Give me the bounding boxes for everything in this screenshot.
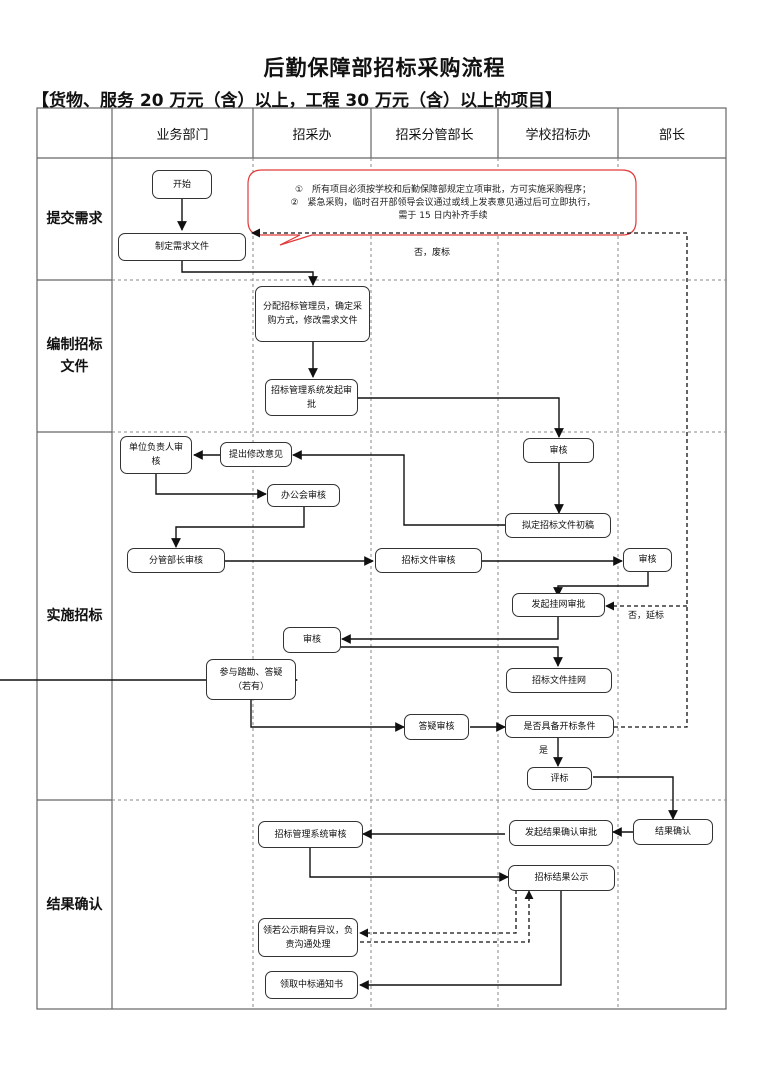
node-audit-3[interactable]: 审核 xyxy=(283,627,341,653)
column-header-business: 业务部门 xyxy=(156,127,209,143)
page-subtitle: 【货物、服务 20 万元（含）以上，工程 30 万元（含）以上的项目】 xyxy=(32,91,562,111)
lane-submit-request: 提交需求 xyxy=(46,211,103,227)
edge-label-yes: 是 xyxy=(539,746,549,756)
lane-result-confirm: 结果确认 xyxy=(46,896,103,913)
node-deputy-audit[interactable]: 分管部长审核 xyxy=(127,548,225,573)
node-audit-2[interactable]: 审核 xyxy=(623,548,672,572)
node-suggest-changes[interactable]: 提出修改意见 xyxy=(220,442,292,467)
node-unit-head-audit[interactable]: 单位负责人审核 xyxy=(120,436,192,474)
node-collect-notice[interactable]: 领取中标通知书 xyxy=(265,971,358,999)
node-office-meeting-audit[interactable]: 办公会审核 xyxy=(267,484,340,507)
note-text: ① 所有项目必须按学校和后勤保障部规定立项审批，方可实施采购程序； ② 紧急采购… xyxy=(250,172,636,234)
edge-label-no-delay: 否，延标 xyxy=(628,611,665,621)
lane-dividers xyxy=(112,158,726,1009)
node-launch-result-approval[interactable]: 发起结果确认审批 xyxy=(509,820,613,846)
column-header-minister: 部长 xyxy=(658,127,685,143)
node-publish-doc[interactable]: 招标文件挂网 xyxy=(506,668,612,693)
note-callout xyxy=(247,169,637,246)
column-header-school-bidding-office: 学校招标办 xyxy=(525,127,591,143)
lane-prepare-docs-label: 编制招标 文件 xyxy=(46,337,103,375)
node-launch-online[interactable]: 发起挂网审批 xyxy=(512,593,605,617)
column-header-procurement-office: 招采办 xyxy=(292,127,332,143)
note-line-1: ① 所有项目必须按学校和后勤保障部规定立项审批，方可实施采购程序； xyxy=(294,184,592,195)
node-result-confirm[interactable]: 结果确认 xyxy=(633,819,713,845)
node-result-publish[interactable]: 招标结果公示 xyxy=(508,865,615,891)
column-header-deputy-minister: 招采分管部长 xyxy=(395,127,474,143)
table-frame xyxy=(36,107,727,1010)
node-assign-manager[interactable]: 分配招标管理员，确定采购方式，修改需求文件 xyxy=(255,286,370,342)
node-evaluate[interactable]: 评标 xyxy=(527,767,592,790)
lane-implement-bidding: 实施招标 xyxy=(46,608,103,624)
node-site-visit[interactable]: 参与踏勘、答疑（若有） xyxy=(206,659,296,700)
note-line-3: 需于 15 日内补齐手续 xyxy=(398,210,488,221)
node-system-launch[interactable]: 招标管理系统发起审批 xyxy=(265,379,358,416)
node-opening-condition[interactable]: 是否具备开标条件 xyxy=(505,715,614,738)
node-audit-1[interactable]: 审核 xyxy=(523,438,594,463)
node-draft-doc[interactable]: 拟定招标文件初稿 xyxy=(505,513,611,538)
edge-label-no-void: 否，废标 xyxy=(414,248,451,258)
lane-prepare-docs: 编制招标 文件 xyxy=(37,280,112,432)
node-start[interactable]: 开始 xyxy=(152,170,212,199)
node-objection-handling[interactable]: 领若公示期有异议，负责沟通处理 xyxy=(258,918,358,957)
node-make-request[interactable]: 制定需求文件 xyxy=(118,233,246,261)
node-qa-audit[interactable]: 答疑审核 xyxy=(404,714,469,740)
node-system-audit[interactable]: 招标管理系统审核 xyxy=(258,821,363,848)
note-line-2: ② 紧急采购，临时召开部领导会议通过或线上发表意见通过后可立即执行， xyxy=(290,197,596,208)
node-doc-audit[interactable]: 招标文件审核 xyxy=(375,548,482,573)
page-title: 后勤保障部招标采购流程 xyxy=(263,56,506,80)
